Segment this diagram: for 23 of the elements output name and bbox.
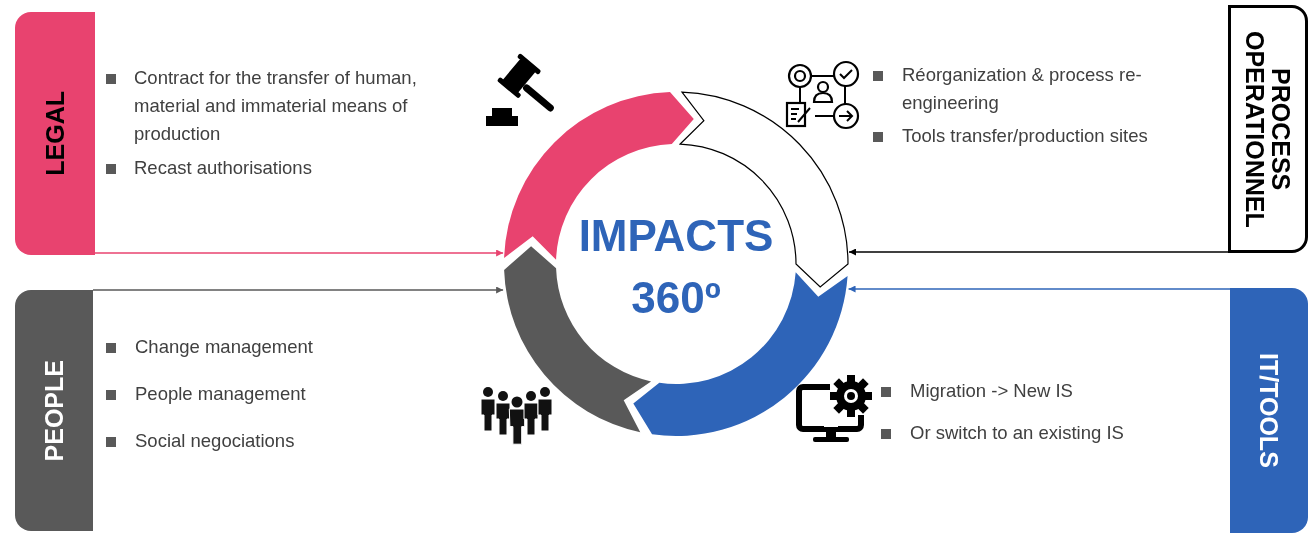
bullet-text: Tools transfer/production sites bbox=[902, 124, 1149, 148]
arrow bbox=[94, 249, 504, 257]
bullet-text: Or switch to an existing IS bbox=[910, 421, 1125, 445]
bullet-text: Social negociations bbox=[135, 429, 296, 453]
bullet-text: Migration -> New IS bbox=[910, 379, 1074, 403]
bullet-text: Réorganization & process re-engineering bbox=[902, 63, 1143, 115]
category-title: PEOPLE bbox=[40, 359, 68, 462]
bullet-text: Recast authorisations bbox=[134, 156, 313, 180]
category-tab bbox=[1230, 288, 1308, 533]
bullet-text: People management bbox=[135, 382, 307, 406]
category-title: LEGAL bbox=[41, 91, 69, 176]
category-tab bbox=[1228, 5, 1308, 253]
arrow bbox=[92, 286, 504, 294]
bullet-text: Change management bbox=[135, 335, 314, 359]
category-tab bbox=[15, 290, 93, 531]
category-title: IT/TOOLS bbox=[1255, 353, 1283, 468]
arrow bbox=[847, 285, 1231, 293]
category-tab bbox=[15, 12, 95, 255]
ring-arrow-segment bbox=[633, 272, 848, 436]
category-title: PROCESS OPERATIONNEL bbox=[1241, 29, 1295, 230]
center-title: IMPACTS 360º bbox=[577, 210, 775, 324]
arrow bbox=[848, 248, 1229, 256]
bullet-text: Contract for the transfer of human, material and immaterial means of production bbox=[134, 66, 418, 146]
